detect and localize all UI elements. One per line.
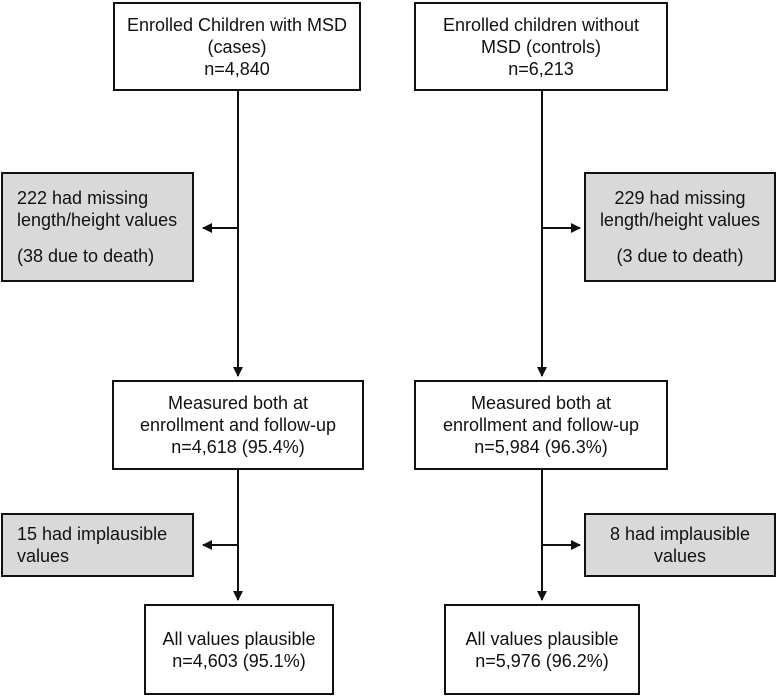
right-enrolled-box: Enrolled children without MSD (controls)…	[414, 2, 668, 91]
left-missing-line3: (38 due to death)	[17, 246, 155, 266]
left-measured-line2: enrollment and follow-up	[139, 415, 337, 435]
left-measured-box: Measured both at enrollment and follow-u…	[112, 380, 364, 470]
right-plausible-line1: All values plausible	[465, 628, 619, 649]
left-enrolled-line1: Enrolled Children with MSD	[126, 14, 348, 35]
right-enrolled-line2: MSD (controls)	[480, 36, 601, 57]
right-enrolled-line1: Enrolled children without	[442, 14, 640, 35]
left-plausible-line1: All values plausible	[162, 628, 316, 649]
left-missing-box: 222 had missing length/height values (38…	[1, 172, 194, 282]
left-implausible-line1: 15 had implausible	[17, 524, 168, 544]
right-plausible-line2: n=5,976 (96.2%)	[475, 650, 609, 671]
left-measured-line3: n=4,618 (95.4%)	[171, 437, 305, 457]
right-measured-line2: enrollment and follow-up	[442, 415, 640, 435]
left-implausible-box: 15 had implausible values	[1, 513, 194, 577]
right-implausible-box: 8 had implausible values	[584, 513, 776, 577]
left-plausible-line2: n=4,603 (95.1%)	[172, 650, 306, 671]
left-measured-line1: Measured both at	[167, 393, 309, 413]
right-missing-line2: length/height values	[599, 210, 761, 230]
right-missing-box: 229 had missing length/height values (3 …	[584, 172, 776, 282]
left-missing-line2: length/height values	[17, 210, 178, 230]
right-missing-line3: (3 due to death)	[616, 246, 744, 266]
right-missing-line1: 229 had missing	[614, 188, 746, 208]
right-implausible-line1: 8 had implausible	[609, 524, 751, 544]
left-missing-line1: 222 had missing	[17, 188, 149, 208]
right-measured-box: Measured both at enrollment and follow-u…	[414, 380, 668, 470]
left-enrolled-line2: (cases)	[207, 36, 267, 57]
right-implausible-line2: values	[653, 546, 707, 566]
right-measured-line1: Measured both at	[470, 393, 612, 413]
right-plausible-box: All values plausible n=5,976 (96.2%)	[444, 604, 640, 695]
left-enrolled-line3: n=4,840	[204, 58, 270, 79]
right-enrolled-line3: n=6,213	[508, 58, 574, 79]
left-plausible-box: All values plausible n=4,603 (95.1%)	[144, 604, 334, 695]
left-implausible-line2: values	[17, 546, 70, 566]
right-measured-line3: n=5,984 (96.3%)	[474, 437, 608, 457]
left-enrolled-box: Enrolled Children with MSD (cases) n=4,8…	[113, 2, 361, 91]
